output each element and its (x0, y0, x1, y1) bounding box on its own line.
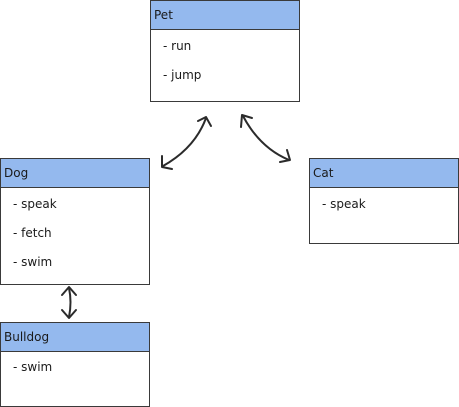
edge-dog-bulldog[interactable] (61, 286, 77, 319)
edge-pet-dog-line (162, 117, 207, 167)
class-box-pet[interactable]: Pet - run - jump (150, 0, 300, 102)
edge-dog-bulldog-arrowhead-bulldog (61, 309, 77, 319)
attribute-cat-speak: - speak (322, 197, 366, 211)
edge-dog-bulldog-line (68, 287, 72, 318)
edge-pet-cat-arrowhead-pet (240, 114, 253, 128)
class-box-cat[interactable]: Cat - speak (309, 158, 459, 244)
edge-dog-bulldog-arrowhead-dog (61, 286, 77, 296)
attribute-dog-swim: - swim (13, 255, 53, 269)
attribute-pet-jump: - jump (163, 68, 202, 82)
edge-pet-cat-arrowhead-cat (279, 149, 291, 163)
attribute-pet-run: - run (163, 39, 192, 53)
edge-pet-dog[interactable] (161, 116, 212, 170)
edge-pet-dog-arrowhead-dog (161, 155, 173, 170)
class-box-bulldog[interactable]: Bulldog - swim (0, 322, 150, 407)
class-title-pet: Pet (151, 1, 299, 30)
attribute-bulldog-swim: - swim (13, 360, 53, 374)
attribute-dog-speak: - speak (13, 197, 57, 211)
class-title-cat: Cat (310, 159, 458, 188)
class-box-dog[interactable]: Dog - speak - fetch - swim (0, 158, 150, 285)
edge-pet-cat[interactable] (240, 114, 291, 163)
class-title-bulldog: Bulldog (1, 323, 149, 352)
class-title-dog: Dog (1, 159, 149, 188)
edge-pet-cat-line (242, 115, 290, 161)
edge-pet-dog-arrowhead-pet (197, 116, 212, 127)
attribute-dog-fetch: - fetch (13, 226, 52, 240)
